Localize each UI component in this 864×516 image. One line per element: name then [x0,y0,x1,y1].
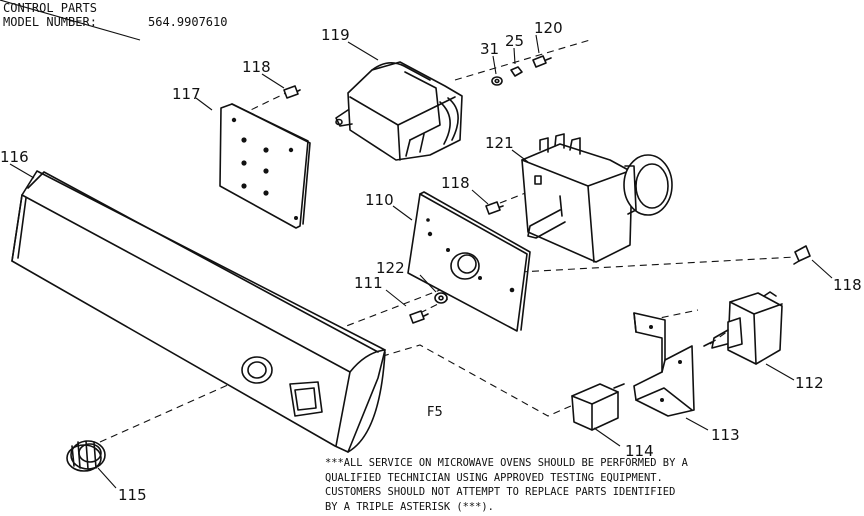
leader-115 [97,467,117,489]
callout-labels: 116 117 118 119 31 25 120 121 118 110 12… [0,19,862,504]
leader-25 [513,47,516,65]
callout-111: 111 [354,274,383,292]
transformer-119 [335,61,463,161]
screw-120 [532,55,552,68]
note-line-2: QUALIFIED TECHNICIAN USING APPROVED TEST… [325,471,663,484]
leader-31 [492,55,497,75]
screw-118-middle [485,201,504,215]
bracket-plate-117 [219,103,311,229]
leader-116 [9,163,35,179]
note-line-1: ***ALL SERVICE ON MICROWAVE OVENS SHOULD… [325,457,688,469]
callout-122: 122 [376,259,405,277]
callout-115: 115 [118,486,147,504]
bracket-113 [633,312,695,417]
leader-118b [471,189,489,205]
assembly-line-115 [99,383,231,443]
callout-121: 121 [485,134,514,152]
washer-31 [491,76,503,86]
assembly-line-110 [499,191,529,204]
callout-120: 120 [534,19,563,37]
callout-118-middle: 118 [441,174,470,192]
leader-121 [511,149,529,163]
callout-112: 112 [795,374,824,392]
assembly-line-117 [229,91,289,121]
callout-110: 110 [365,191,394,209]
knob-114 [571,383,625,431]
note-line-3: CUSTOMERS SHOULD NOT ATTEMPT TO REPLACE … [325,486,676,498]
assembly-line-113 [649,309,699,321]
screw-111 [409,310,429,324]
screw-118-right [793,245,811,265]
leader-111 [385,289,407,307]
switch-112 [703,291,783,365]
leader-117 [195,97,213,111]
callout-119: 119 [321,26,350,44]
mounting-plate-110 [407,191,531,332]
callout-116: 116 [0,148,29,166]
service-warning-note: ***ALL SERVICE ON MICROWAVE OVENS SHOULD… [325,456,845,514]
control-panel-116 [11,170,386,453]
leader-114 [593,427,621,447]
leader-118a [261,73,285,89]
callout-25: 25 [505,32,524,50]
screw-118-top [283,85,301,99]
note-line-4: BY A TRIPLE ASTERISK (***). [325,500,494,513]
assembly-line-114 [335,344,597,417]
leader-120 [535,34,540,54]
callout-118-right: 118 [833,276,862,294]
nut-25 [510,66,523,77]
header-model-label: MODEL NUMBER: [3,15,97,29]
leader-119 [347,41,379,61]
leader-122 [419,274,437,293]
header-model-number: 564.9907610 [148,15,228,29]
callout-117: 117 [172,85,201,103]
callout-31: 31 [480,40,499,58]
assembly-line-panel [335,289,441,331]
leader-112 [765,363,795,381]
callout-118-top: 118 [242,58,271,76]
leader-118c [811,259,833,279]
callout-114: 114 [625,442,654,460]
leader-113 [685,417,709,431]
leader-110 [392,205,413,221]
timer-121 [521,133,673,263]
figure-label: F5 [427,405,443,420]
leader-lines [0,0,833,489]
assembly-line-118c [519,256,796,273]
callout-113: 113 [711,426,740,444]
knob-115 [66,440,106,472]
washer-122 [434,292,448,304]
